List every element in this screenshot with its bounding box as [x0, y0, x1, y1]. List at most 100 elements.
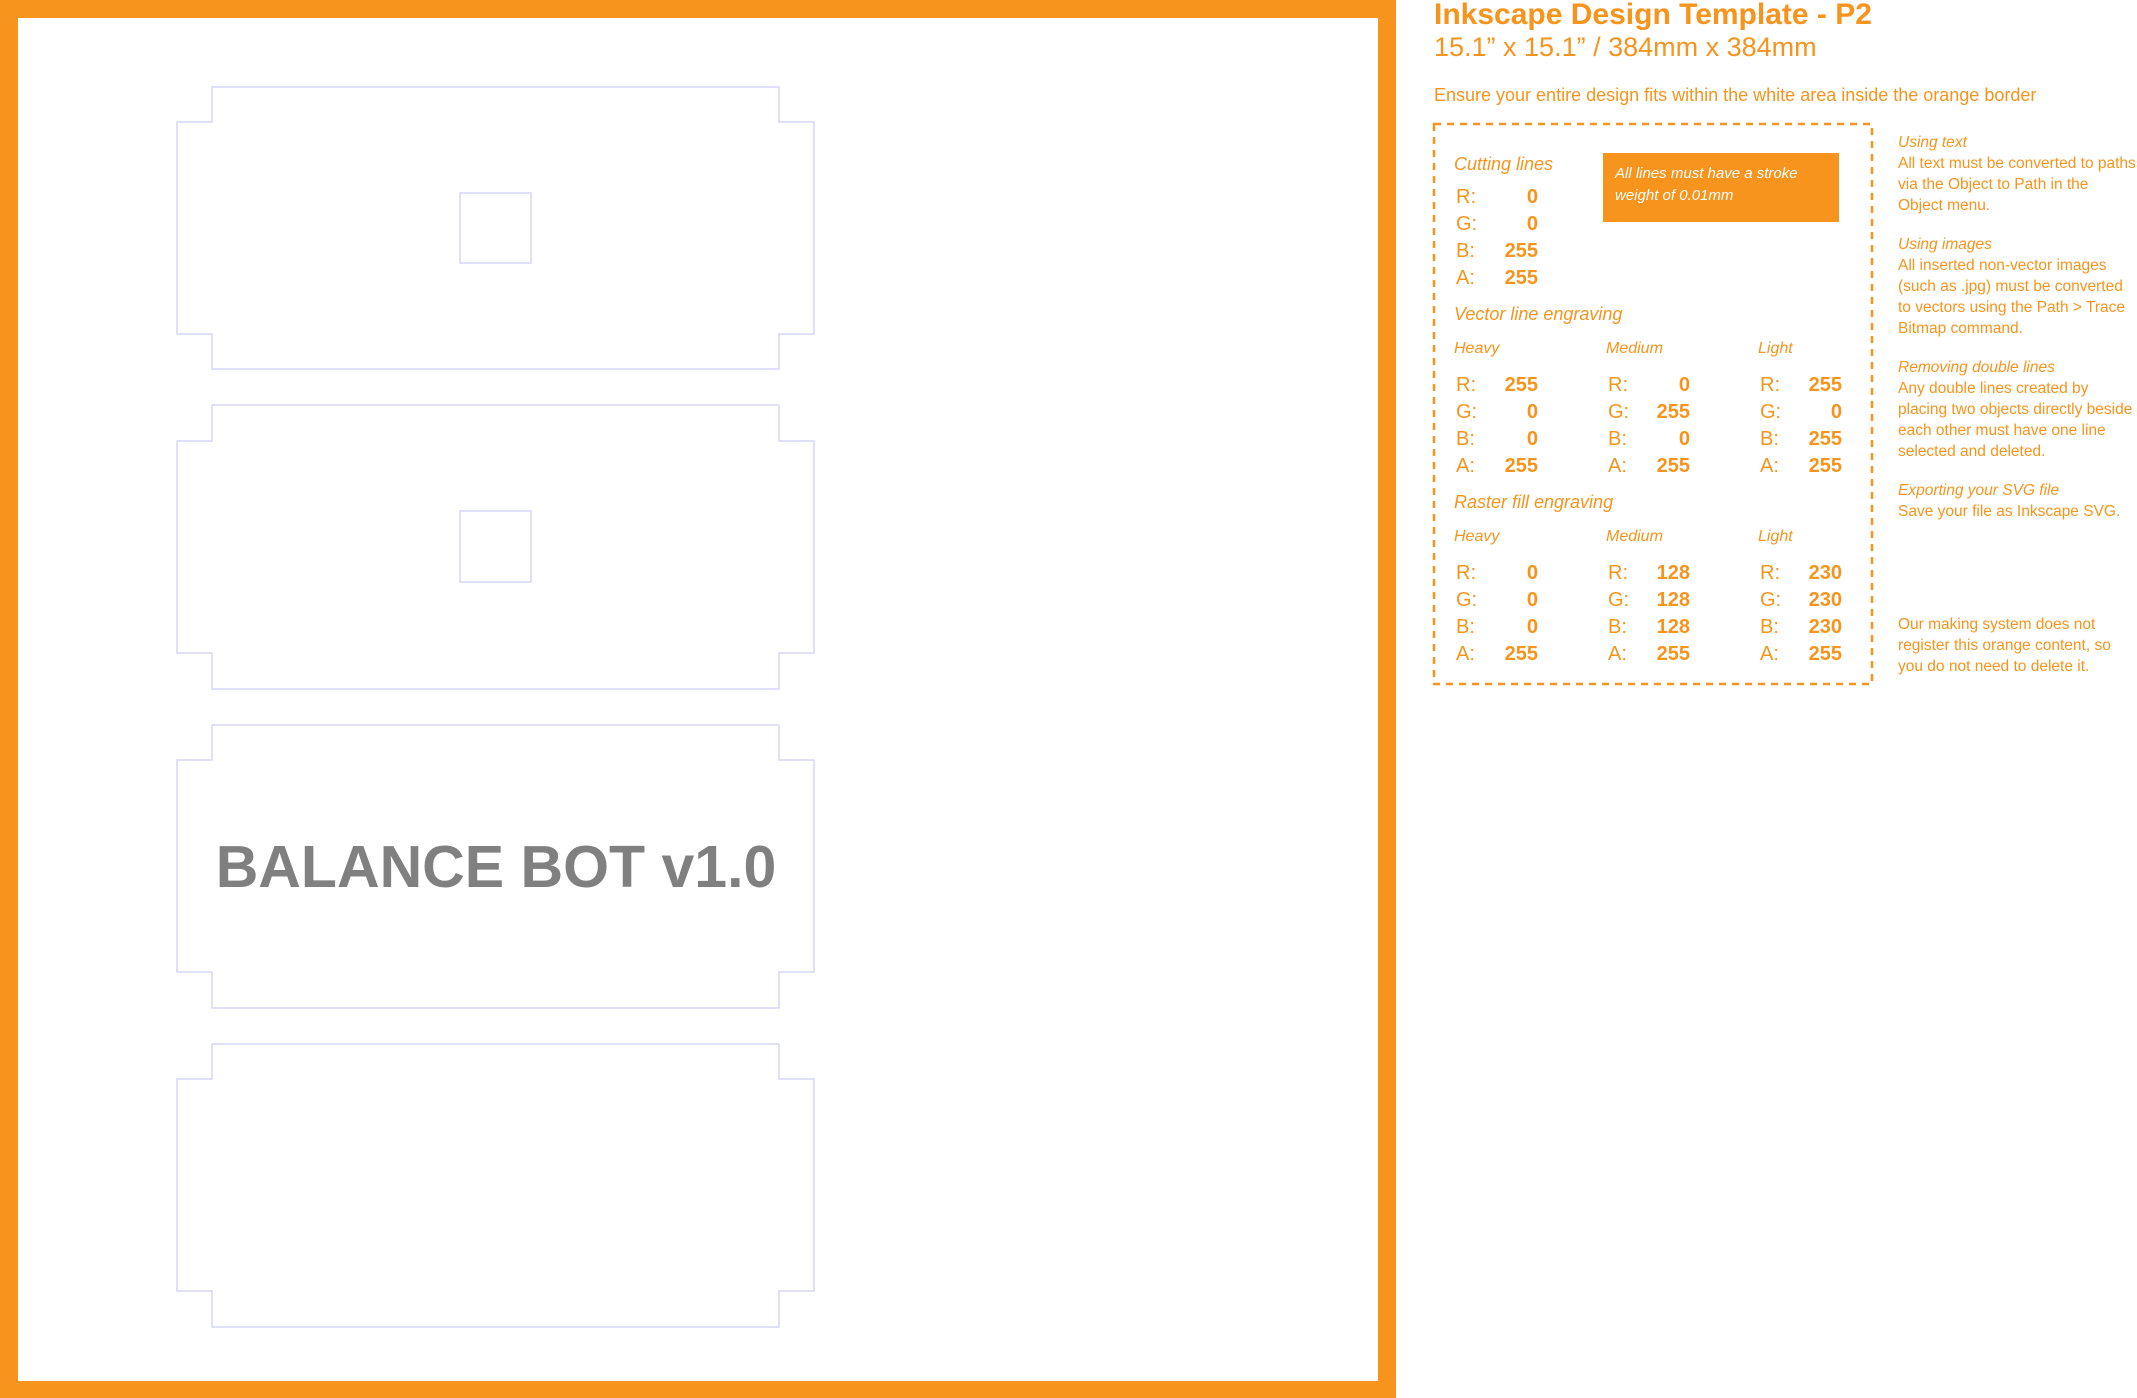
cutting-values: R: 0 G: 0 B: 255 A: 255 [1456, 184, 1538, 292]
rgba-label: R: [1456, 562, 1476, 584]
rgba-value: 255 [1504, 643, 1538, 665]
rgba-label: R: [1456, 374, 1476, 396]
rgba-label: A: [1456, 455, 1475, 477]
raster-light-heading: Light [1758, 528, 1793, 545]
rgba-row: G:255 [1608, 399, 1690, 426]
rgba-value: 0 [1526, 213, 1538, 235]
help-heading: Exporting your SVG file [1898, 482, 2060, 499]
rgba-row: R:0 [1456, 560, 1538, 587]
rgba-row: A: 255 [1760, 453, 1842, 480]
rgba-row: A:255 [1608, 453, 1690, 480]
rgba-row: B:255 [1760, 426, 1842, 453]
rgba-label: R: [1608, 562, 1628, 584]
raster-medium-values: R: 128 G: 128 B: 128 A: 255 [1608, 560, 1690, 668]
help-heading: Using text [1898, 134, 1967, 151]
rgba-value: 255 [1656, 401, 1690, 423]
rgba-label: G: [1456, 401, 1478, 423]
rgba-label: B: [1456, 616, 1475, 638]
rgba-value: 255 [1808, 643, 1842, 665]
orange-content-note: Our making system does not register this… [1898, 616, 2111, 675]
rgba-label: R: [1760, 562, 1780, 584]
rgba-row: R: 0 [1608, 372, 1690, 399]
rgba-value: 128 [1656, 589, 1690, 611]
rgba-value: 255 [1504, 267, 1538, 289]
rgba-value: 255 [1808, 455, 1842, 477]
help-heading: Using images [1898, 236, 1992, 253]
rgba-row: B: 0 [1456, 614, 1538, 641]
cutting-row-a: A: 255 [1456, 265, 1538, 292]
rgba-label: G: [1456, 589, 1478, 611]
help-body: All text must be converted to paths via … [1898, 155, 2136, 214]
vector-heavy-heading: Heavy [1454, 340, 1500, 357]
rgba-value: 128 [1656, 562, 1690, 584]
rgba-label: B: [1608, 428, 1627, 450]
rgba-label: R: [1760, 374, 1780, 396]
panel-square-hole-2 [459, 510, 532, 583]
rgba-row: B: 128 [1608, 614, 1690, 641]
page-subtitle: 15.1” x 15.1” / 384mm x 384mm [1434, 32, 1817, 62]
help-export: Exporting your SVG file Save your file a… [1898, 480, 2137, 522]
rgba-label: B: [1760, 616, 1779, 638]
rgba-label: A: [1608, 643, 1627, 665]
vector-medium-values: R: 0 G:255 B: 0 A:255 [1608, 372, 1690, 480]
panel-outline-2 [176, 404, 815, 690]
raster-heading: Raster fill engraving [1454, 492, 1614, 512]
rgba-label: A: [1760, 455, 1779, 477]
help-body: All inserted non-vector images (such as … [1898, 257, 2126, 337]
rgba-value: 0 [1526, 589, 1538, 611]
rgba-row: B: 0 [1608, 426, 1690, 453]
rgba-value: 230 [1808, 562, 1842, 584]
rgba-row: G: 0 [1456, 587, 1538, 614]
rgba-value: 0 [1526, 428, 1538, 450]
rgba-value: 0 [1526, 616, 1538, 638]
vector-medium-heading: Medium [1606, 340, 1663, 357]
rgba-value: 255 [1504, 240, 1538, 262]
rgba-label: R: [1456, 186, 1476, 208]
vector-heading: Vector line engraving [1454, 304, 1623, 324]
rgba-row: A:255 [1760, 641, 1842, 668]
help-using-text: Using text All text must be converted to… [1898, 132, 2137, 216]
rgba-value: 255 [1656, 643, 1690, 665]
rgba-value: 128 [1656, 616, 1690, 638]
rgba-value: 255 [1808, 428, 1842, 450]
help-using-images: Using images All inserted non-vector ima… [1898, 234, 2137, 339]
rgba-label: A: [1456, 267, 1475, 289]
rgba-value: 0 [1678, 374, 1690, 396]
rgba-value: 0 [1678, 428, 1690, 450]
help-double-lines: Removing double lines Any double lines c… [1898, 357, 2137, 462]
rgba-value: 0 [1830, 401, 1842, 423]
rgba-label: B: [1608, 616, 1627, 638]
rgba-value: 230 [1808, 589, 1842, 611]
rgba-value: 255 [1504, 374, 1538, 396]
rgba-label: B: [1456, 428, 1475, 450]
rgba-label: A: [1456, 643, 1475, 665]
rgba-value: 255 [1504, 455, 1538, 477]
rgba-label: G: [1760, 401, 1782, 423]
engraved-text: BALANCE BOT v1.0 [216, 834, 777, 900]
orange-border [0, 0, 1396, 1398]
rgba-label: G: [1456, 213, 1478, 235]
rgba-label: R: [1608, 374, 1628, 396]
rgba-row: A: 255 [1608, 641, 1690, 668]
rgba-row: A: 255 [1456, 453, 1538, 480]
rgba-label: G: [1608, 589, 1630, 611]
rgba-row: R: 230 [1760, 560, 1842, 587]
rgba-value: 230 [1808, 616, 1842, 638]
panel-outline-1 [176, 86, 815, 370]
settings-dashed-box [1432, 122, 1874, 686]
cutting-row-g: G: 0 [1456, 211, 1538, 238]
rgba-row: R: 255 [1456, 372, 1538, 399]
rgba-row: R: 255 [1760, 372, 1842, 399]
rgba-label: B: [1456, 240, 1475, 262]
raster-light-values: R:230 G:230 B:230 A:255 [1760, 560, 1842, 668]
instruction-text: Ensure your entire design fits within th… [1434, 85, 2037, 105]
panel-outline-4 [176, 1043, 815, 1328]
cutting-row-b: B: 255 [1456, 238, 1538, 265]
rgba-value: 255 [1656, 455, 1690, 477]
rgba-row: B: 230 [1760, 614, 1842, 641]
rgba-value: 0 [1526, 401, 1538, 423]
stroke-note: All lines must have a stroke weight of 0… [1603, 153, 1839, 222]
raster-heavy-heading: Heavy [1454, 528, 1500, 545]
rgba-value: 255 [1808, 374, 1842, 396]
